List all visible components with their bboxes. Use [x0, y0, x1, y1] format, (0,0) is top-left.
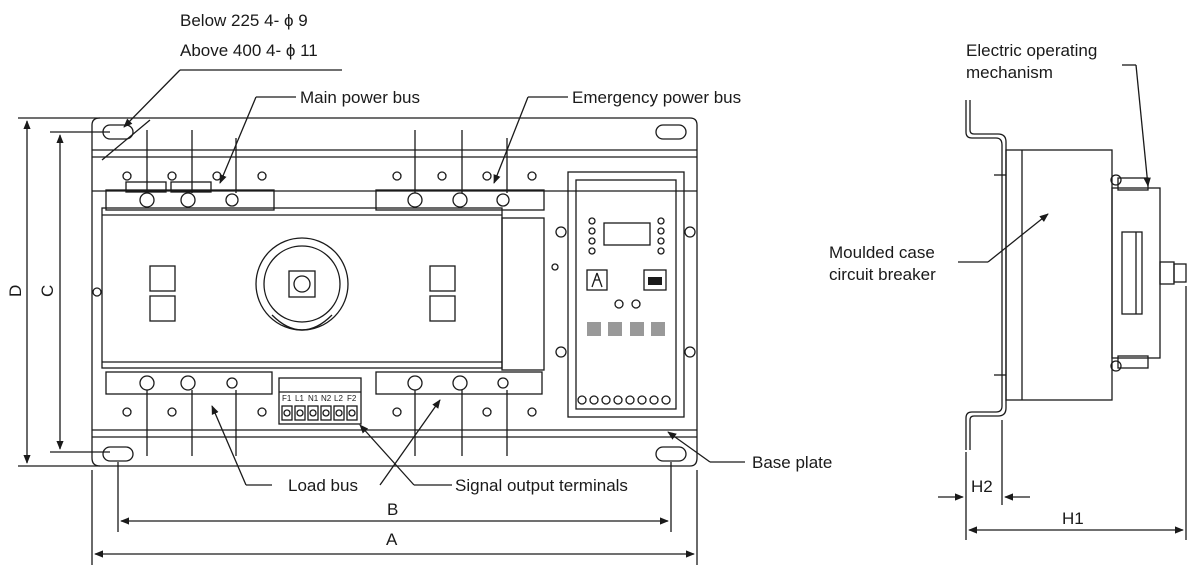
terminal-label-f2: F2: [347, 394, 357, 403]
controller-terminal-row: [577, 395, 671, 405]
controller-panel: [555, 171, 696, 418]
side-view: [965, 100, 1187, 450]
operating-shaft: [1159, 261, 1175, 285]
side-callouts: [958, 64, 1151, 263]
generator-icon: [643, 269, 667, 291]
label-electric-operating-2: mechanism: [966, 63, 1053, 82]
hole-spec-note-1: Below 225 4- ϕ 9: [180, 11, 308, 30]
dim-h2: H2: [971, 477, 993, 496]
side-dimension-lines: [938, 286, 1187, 540]
hole-spec-note-2: Above 400 4- ϕ 11: [180, 41, 318, 60]
terminal-screw: [294, 405, 306, 421]
label-base-plate: Base plate: [752, 453, 832, 472]
terminal-screw: [346, 405, 358, 421]
main-power-terminals: [105, 130, 275, 211]
hole-spec-leader: [101, 69, 342, 161]
label-electric-operating-1: Electric operating: [966, 41, 1097, 60]
terminal-label-f1: F1: [282, 394, 292, 403]
terminal-label-l2: L2: [334, 394, 343, 403]
switch-body: [101, 207, 503, 369]
dim-b: B: [387, 500, 398, 519]
rail-holes: [122, 171, 537, 417]
label-moulded-case-1: Moulded case: [829, 243, 935, 262]
controller-buttons: [587, 322, 665, 336]
terminal-screw: [333, 405, 345, 421]
side-labels: Electric operating mechanism Moulded cas…: [829, 41, 1097, 284]
terminal-screw: [307, 405, 319, 421]
emergency-power-terminals: [375, 130, 545, 211]
controller-display: [603, 222, 651, 246]
terminal-screw-head: [283, 409, 291, 417]
load-terminals-right: [375, 371, 543, 456]
dim-h1: H1: [1062, 509, 1084, 528]
label-main-power-bus: Main power bus: [300, 88, 420, 107]
label-signal-output-terminals: Signal output terminals: [455, 476, 628, 495]
terminal-screw-head: [348, 409, 356, 417]
terminal-screw: [320, 405, 332, 421]
tower-icon: [586, 269, 608, 291]
load-terminals-left: [105, 371, 273, 456]
mounting-slots: [92, 124, 687, 462]
terminal-label-l1: L1: [295, 394, 304, 403]
dimension-lines: [18, 117, 698, 565]
terminal-label-n2: N2: [321, 394, 332, 403]
rails: [92, 149, 697, 438]
dim-a: A: [386, 530, 398, 549]
terminal-screw-head: [309, 409, 317, 417]
label-emergency-power-bus: Emergency power bus: [572, 88, 741, 107]
terminal-screw: [281, 405, 293, 421]
dimension-labels: A B D C: [6, 285, 398, 549]
base-plate-outline: [91, 117, 698, 467]
dim-d: D: [6, 285, 25, 297]
side-dimension-labels: H2 H1: [971, 477, 1084, 528]
label-moulded-case-2: circuit breaker: [829, 265, 936, 284]
hole-spec-notes: Below 225 4- ϕ 9 Above 400 4- ϕ 11: [180, 11, 318, 60]
label-load-bus: Load bus: [288, 476, 358, 495]
callout-labels: Main power bus Emergency power bus Load …: [288, 88, 832, 495]
callouts: [211, 96, 745, 486]
dim-c: C: [38, 285, 57, 297]
operating-knob: [255, 237, 349, 331]
terminal-screw-head: [322, 409, 330, 417]
terminal-label-n1: N1: [308, 394, 319, 403]
terminal-screw-head: [335, 409, 343, 417]
terminal-screw-head: [296, 409, 304, 417]
side-connector: [501, 217, 559, 371]
side-bracket: [965, 100, 1003, 450]
